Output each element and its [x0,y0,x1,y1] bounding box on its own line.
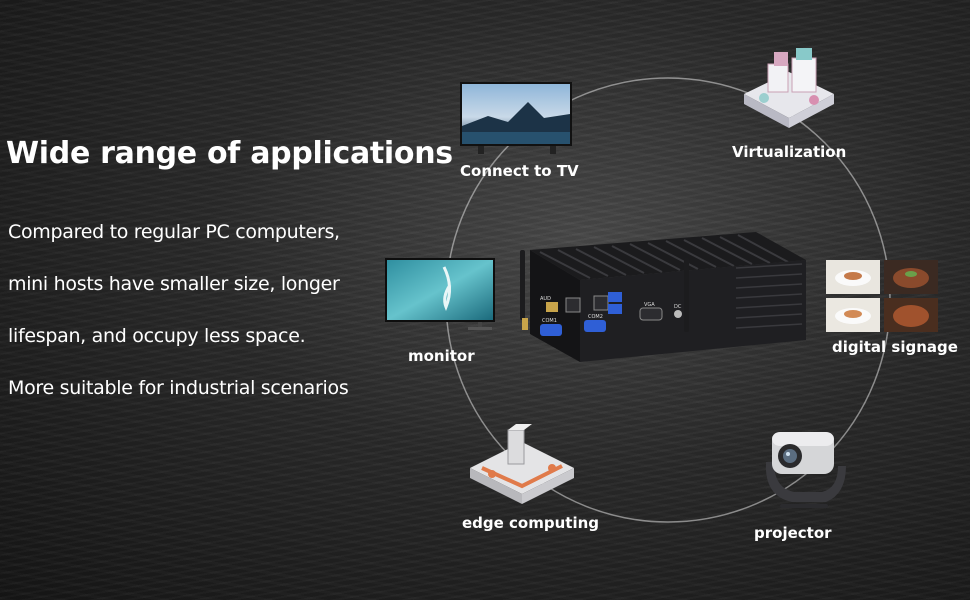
description-line-2: mini hosts have smaller size, longer [8,273,340,295]
edge-computing-image [470,424,574,504]
digital-signage-image [826,260,938,332]
description-line-1: Compared to regular PC computers, [8,221,340,243]
label-monitor: monitor [408,347,475,365]
page-title: Wide range of applications [6,136,453,171]
label-edge-computing: edge computing [462,514,600,532]
description-line-4: More suitable for industrial scenarios [8,377,349,399]
tv-image [460,82,572,154]
port-label-com1: COM1 [542,318,557,324]
virtualization-image [744,48,834,128]
port-label-dc: DC [674,304,682,310]
label-projector: projector [754,524,832,542]
label-digital-signage: digital signage [832,338,958,356]
label-connect-to-tv: Connect to TV [460,162,579,180]
mini-pc-image: AUD COM1 COM2 VGA DC [520,232,806,362]
projector-image [765,432,846,508]
port-label-com2: COM2 [588,314,603,320]
monitor-image [385,258,495,330]
label-virtualization: Virtualization [732,143,847,161]
description-line-3: lifespan, and occupy less space. [8,325,306,347]
port-label-aud: AUD [540,296,551,302]
port-label-vga: VGA [644,302,655,308]
